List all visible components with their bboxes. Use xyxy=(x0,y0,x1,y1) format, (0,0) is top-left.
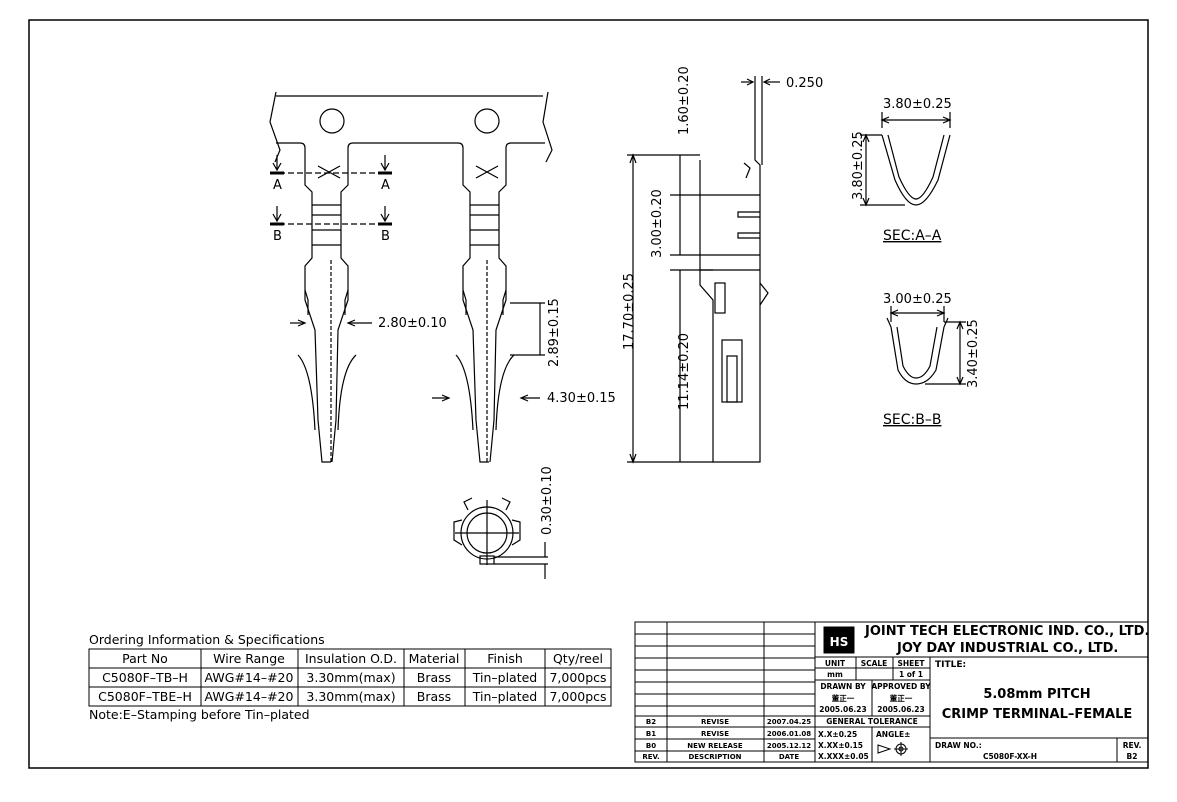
col-part-no: Part No xyxy=(122,651,168,666)
sec-b-width: 3.00±0.25 xyxy=(883,292,952,307)
rev-header: REV. xyxy=(642,753,659,761)
rev-row-b2-desc: REVISE xyxy=(701,718,729,726)
table-row: C5080F–TBE–H AWG#14–#20 3.30mm(max) Bras… xyxy=(98,689,606,704)
mark-b-right: B xyxy=(381,229,390,244)
unit-label: UNIT xyxy=(825,659,846,668)
dim-4-30: 4.30±0.15 xyxy=(547,391,616,406)
sec-b-label: SEC:B–B xyxy=(883,412,941,428)
row2-wire: AWG#14–#20 xyxy=(205,689,294,704)
date-header: DATE xyxy=(779,753,799,761)
row1-fin: Tin–plated xyxy=(472,670,538,685)
ordering-heading: Ordering Information & Specifications xyxy=(89,632,325,647)
rev-row-b0-desc: NEW RELEASE xyxy=(687,742,743,750)
row1-ins: 3.30mm(max) xyxy=(306,670,395,685)
rev-row-b1: B1 xyxy=(646,730,656,738)
row2-ins: 3.30mm(max) xyxy=(306,689,395,704)
sec-a-width: 3.80±0.25 xyxy=(883,97,952,112)
row1-wire: AWG#14–#20 xyxy=(205,670,294,685)
ordering-table xyxy=(88,648,612,707)
dim-2-80: 2.80±0.10 xyxy=(378,316,447,331)
front-view xyxy=(269,91,553,463)
scale-label: SCALE xyxy=(861,659,888,668)
col-insulation: Insulation O.D. xyxy=(305,651,397,666)
projection-symbol-icon xyxy=(877,742,908,756)
col-material: Material xyxy=(409,651,460,666)
rev-row-b0: B0 xyxy=(646,742,656,750)
svg-text:HS: HS xyxy=(830,635,849,649)
pilot-hole-left xyxy=(319,108,345,134)
company-logo: HS xyxy=(830,635,849,649)
rev-row-b2: B2 xyxy=(646,718,656,726)
sheet-value: 1 of 1 xyxy=(899,670,923,679)
table-row: C5080F–TB–H AWG#14–#20 3.30mm(max) Brass… xyxy=(102,670,606,685)
sec-a-height: 3.80±0.25 xyxy=(851,131,866,200)
dim-3-00-v: 3.00±0.20 xyxy=(650,189,665,258)
unit-value: mm xyxy=(827,670,843,679)
rev-row-b1-desc: REVISE xyxy=(701,730,729,738)
angle-label: ANGLE± xyxy=(876,730,910,739)
approved-by-name: 董正一 xyxy=(890,693,913,703)
section-a-a xyxy=(860,112,952,207)
rev-label: REV. xyxy=(1123,741,1142,750)
dim-2-89: 2.89±0.15 xyxy=(547,298,562,367)
dim-0-250: 0.250 xyxy=(786,76,823,91)
tolerance-1: X.X±0.25 xyxy=(818,730,857,739)
draw-no-value: C5080F-XX-H xyxy=(983,752,1037,761)
sheet-label: SHEET xyxy=(897,659,925,668)
row2-fin: Tin–plated xyxy=(472,689,538,704)
rev-value: B2 xyxy=(1127,752,1138,761)
company-name-1: JOINT TECH ELECTRONIC IND. CO., LTD. xyxy=(864,624,1149,639)
side-view xyxy=(627,76,780,464)
row2-mat: Brass xyxy=(417,689,451,704)
title-line-2: CRIMP TERMINAL–FEMALE xyxy=(942,707,1133,722)
tolerance-2: X.XX±0.15 xyxy=(818,741,863,750)
rev-row-b0-date: 2005.12.12 xyxy=(767,742,811,750)
desc-header: DESCRIPTION xyxy=(688,753,741,761)
approved-by-date: 2005.06.23 xyxy=(877,705,924,714)
row2-part: C5080F–TBE–H xyxy=(98,689,192,704)
company-name-2: JOY DAY INDUSTRIAL CO., LTD. xyxy=(896,641,1118,656)
ordering-note: Note:E–Stamping before Tin–plated xyxy=(89,707,310,722)
dim-0-30: 0.30±0.10 xyxy=(540,466,555,535)
dim-1-60: 1.60±0.20 xyxy=(677,66,692,135)
col-qty: Qty/reel xyxy=(553,651,603,666)
ordering-header-row: Part No Wire Range Insulation O.D. Mater… xyxy=(122,651,603,666)
dim-11-14: 11.14±0.20 xyxy=(677,333,692,410)
row1-part: C5080F–TB–H xyxy=(102,670,188,685)
mark-a-left: A xyxy=(273,178,282,193)
mark-b-left: B xyxy=(273,229,282,244)
approved-by-label: APPROVED BY xyxy=(871,682,931,691)
row2-qty: 7,000pcs xyxy=(549,689,606,704)
tolerance-3: X.XXX±0.05 xyxy=(818,752,869,761)
title-block xyxy=(634,621,1149,763)
dim-17-70: 17.70±0.25 xyxy=(622,273,637,350)
col-wire-range: Wire Range xyxy=(213,651,285,666)
sec-a-label: SEC:A–A xyxy=(883,228,942,244)
end-view xyxy=(453,497,548,579)
rev-row-b2-date: 2007.04.25 xyxy=(767,718,811,726)
sec-b-height: 3.40±0.25 xyxy=(966,319,981,388)
row1-mat: Brass xyxy=(417,670,451,685)
col-finish: Finish xyxy=(487,651,523,666)
general-tolerance: GENERAL TOLERANCE xyxy=(826,717,918,726)
draw-no-label: DRAW NO.: xyxy=(935,741,982,750)
mark-a-right: A xyxy=(381,178,390,193)
title-line-1: 5.08mm PITCH xyxy=(983,687,1090,702)
title-label: TITLE: xyxy=(935,660,966,670)
rev-row-b1-date: 2006.01.08 xyxy=(767,730,811,738)
sheet-border xyxy=(28,19,1149,769)
drawn-by-label: DRAWN BY xyxy=(820,682,866,691)
section-b-b xyxy=(886,306,966,386)
row1-qty: 7,000pcs xyxy=(549,670,606,685)
drawn-by-name: 董正一 xyxy=(832,693,855,703)
pilot-hole-right xyxy=(474,108,500,134)
drawn-by-date: 2005.06.23 xyxy=(819,705,866,714)
